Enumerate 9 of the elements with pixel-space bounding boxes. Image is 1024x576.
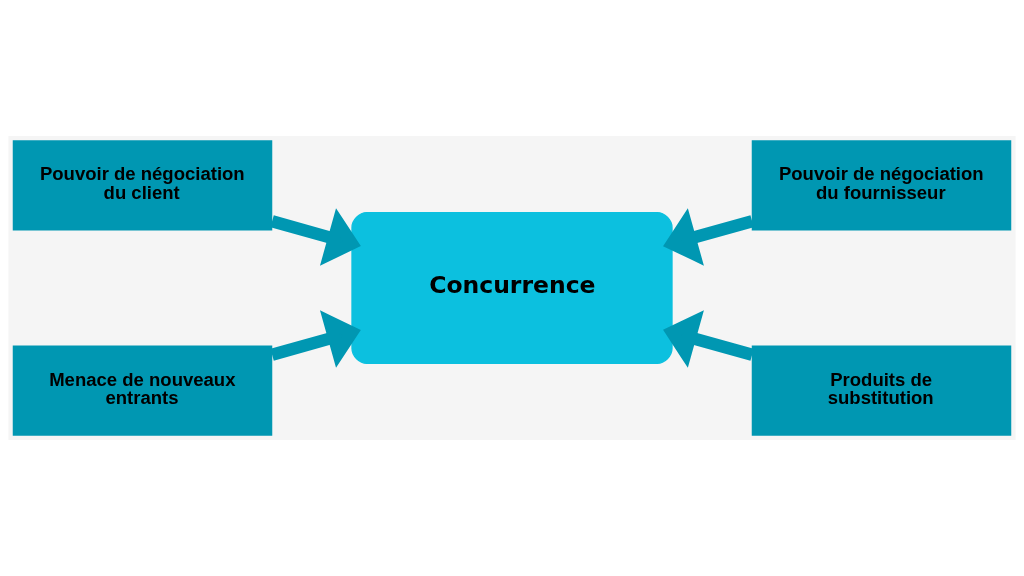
node-box: Concurrence — [351, 212, 673, 364]
node-box: Pouvoir de négociation du fournisseur — [751, 140, 1012, 231]
node-box: Pouvoir de négociation du client — [12, 140, 273, 231]
arrow — [663, 310, 754, 368]
arrow — [270, 310, 361, 368]
node-box: Produits de substitution — [751, 345, 1012, 436]
arrow — [270, 208, 361, 266]
node-box: Menace de nouveaux entrants — [12, 345, 273, 436]
arrow — [663, 208, 754, 266]
